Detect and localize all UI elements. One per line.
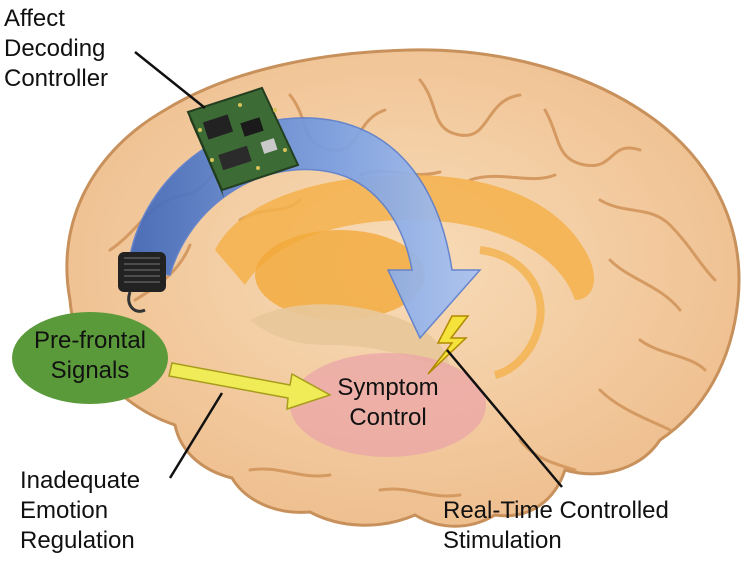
emotion-regulation-label: Inadequate Emotion Regulation	[20, 467, 141, 554]
controller-label: Affect Decoding Controller	[4, 5, 109, 92]
signal-arrow	[168, 362, 332, 411]
controller-leader-line	[134, 51, 206, 109]
stimulation-leader-line	[446, 349, 563, 488]
stimulation-label: Real-Time Controlled Stimulation	[443, 497, 669, 554]
lightning-bolt	[427, 315, 470, 375]
symptom-control-label: Symptom Control	[337, 374, 439, 431]
controller-board	[186, 86, 300, 198]
prefrontal-signals-label: Pre-frontal Signals	[33, 327, 147, 384]
regulation-leader-line	[168, 392, 224, 479]
electrode-sensor	[118, 252, 166, 313]
prefrontal-signals-oval	[12, 312, 168, 404]
symptom-control-oval	[290, 353, 486, 457]
